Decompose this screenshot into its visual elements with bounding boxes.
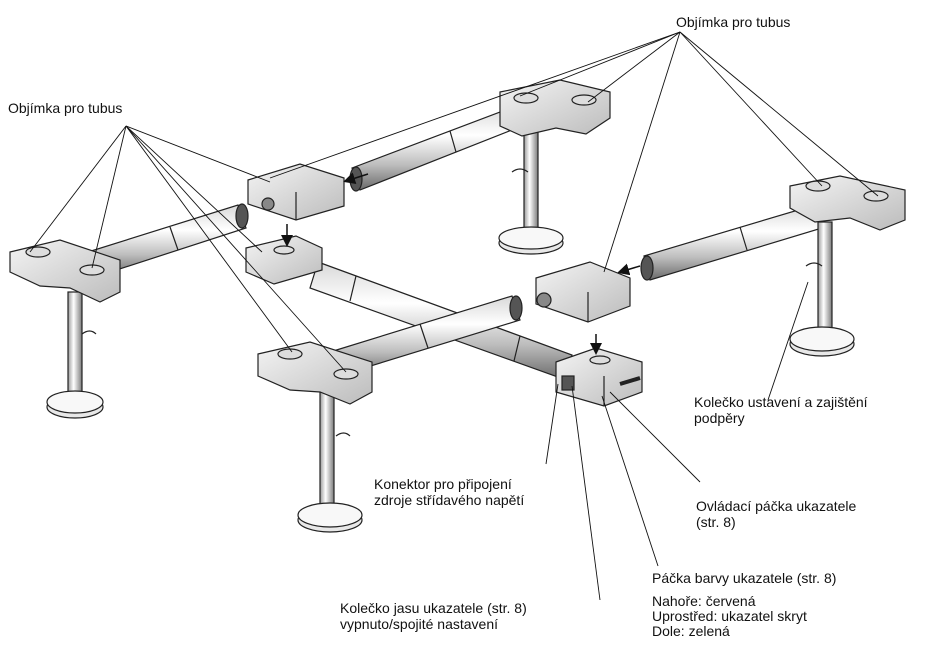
label-pointer-control-lever-line2: (str. 8)	[696, 514, 736, 530]
support-left	[46, 291, 104, 419]
color-lever-position-middle: Uprostřed: ukazatel skryt	[652, 608, 807, 624]
label-pointer-control-lever-line1: Ovládací páčka ukazatele	[696, 498, 857, 514]
clamp-right	[789, 175, 906, 231]
pointer-block-right	[535, 261, 631, 323]
support-front	[297, 391, 363, 533]
label-tube-clamp-top: Objímka pro tubus	[676, 14, 791, 30]
label-ac-connector-line1: Konektor pro připojení	[374, 476, 512, 492]
clamp-front	[257, 341, 373, 405]
label-pointer-color-lever: Páčka barvy ukazatele (str. 8)	[652, 570, 837, 586]
assembly-arrows	[281, 172, 641, 355]
pointer-block-center	[245, 235, 323, 285]
control-unit	[555, 347, 643, 407]
color-lever-position-top: Nahoře: červená	[652, 593, 756, 609]
label-pointer-brightness-wheel-line2: vypnuto/spojité nastavení	[340, 616, 498, 632]
clamp-rear	[499, 79, 611, 137]
label-tube-clamp-left: Objímka pro tubus	[8, 100, 123, 116]
support-rear	[498, 129, 564, 255]
color-lever-positions: Nahoře: červená Uprostřed: ukazatel skry…	[652, 594, 807, 639]
label-support-wheel-line1: Kolečko ustavení a zajištění	[694, 394, 868, 410]
label-pointer-brightness-wheel-line1: Kolečko jasu ukazatele (str. 8)	[340, 600, 527, 616]
label-pointer-control-lever: Ovládací páčka ukazatele (str. 8)	[696, 498, 856, 530]
label-support-wheel: Kolečko ustavení a zajištění podpěry	[694, 394, 868, 426]
tube-right	[640, 204, 823, 281]
label-ac-connector-line2: zdroje střídavého napětí	[374, 492, 525, 508]
leader-lines	[29, 31, 879, 601]
label-pointer-brightness-wheel: Kolečko jasu ukazatele (str. 8) vypnuto/…	[340, 600, 527, 632]
color-lever-position-bottom: Dole: zelená	[652, 623, 730, 639]
support-right	[789, 221, 855, 357]
pointer-block-upper	[247, 163, 345, 221]
label-ac-connector: Konektor pro připojení zdroje střídavého…	[374, 476, 524, 508]
label-support-wheel-line2: podpěry	[694, 410, 745, 426]
